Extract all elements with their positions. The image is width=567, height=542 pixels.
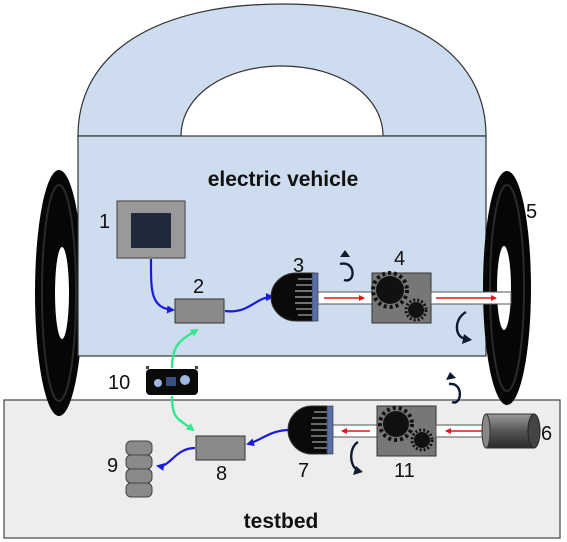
label-10: 10: [108, 372, 130, 394]
signal-wire-1-2: [149, 258, 175, 314]
testbed-title: testbed: [244, 510, 319, 533]
component-4-gearbox: [371, 271, 432, 324]
label-9: 9: [107, 455, 118, 477]
component-1-controller: [116, 200, 186, 259]
component-7-motor: [287, 405, 334, 455]
component-8-box: [195, 435, 246, 461]
label-4: 4: [394, 248, 405, 270]
signal-wire-8-9: [156, 446, 196, 471]
link-10-to-8: [170, 395, 195, 432]
component-10-board: [146, 366, 198, 395]
rotation-arrow-gearbox-11: [446, 372, 462, 404]
label-6: 6: [541, 423, 552, 445]
component-2-box: [174, 298, 225, 324]
label-5: 5: [526, 201, 537, 223]
component-6-dyno-motor: [481, 413, 541, 449]
component-9-battery: [125, 440, 153, 498]
label-8: 8: [216, 463, 227, 485]
testbed-panel: [3, 399, 561, 539]
vehicle-roof: [77, 3, 487, 137]
shaft-4-5: [430, 291, 512, 305]
shaft-6-11: [435, 424, 487, 438]
label-3: 3: [293, 255, 304, 277]
label-2: 2: [193, 276, 204, 298]
label-1: 1: [99, 211, 110, 233]
shaft-3-4: [317, 291, 373, 305]
shaft-11-7: [332, 424, 378, 438]
rotation-arrow-motor-7: [350, 440, 363, 475]
signal-wire-2-3: [224, 293, 274, 313]
left-tire: [35, 170, 83, 416]
right-tire: [483, 171, 531, 405]
component-3-motor: [270, 272, 319, 322]
signal-wire-7-8: [246, 428, 291, 447]
label-11: 11: [394, 460, 415, 482]
rotation-arrow-motor-3: [339, 250, 354, 282]
link-10-to-2: [170, 328, 199, 369]
label-7: 7: [298, 460, 309, 482]
vehicle-title: electric vehicle: [208, 168, 359, 191]
rotation-arrow-gearbox-4: [455, 310, 472, 344]
component-11-gearbox: [376, 405, 437, 457]
